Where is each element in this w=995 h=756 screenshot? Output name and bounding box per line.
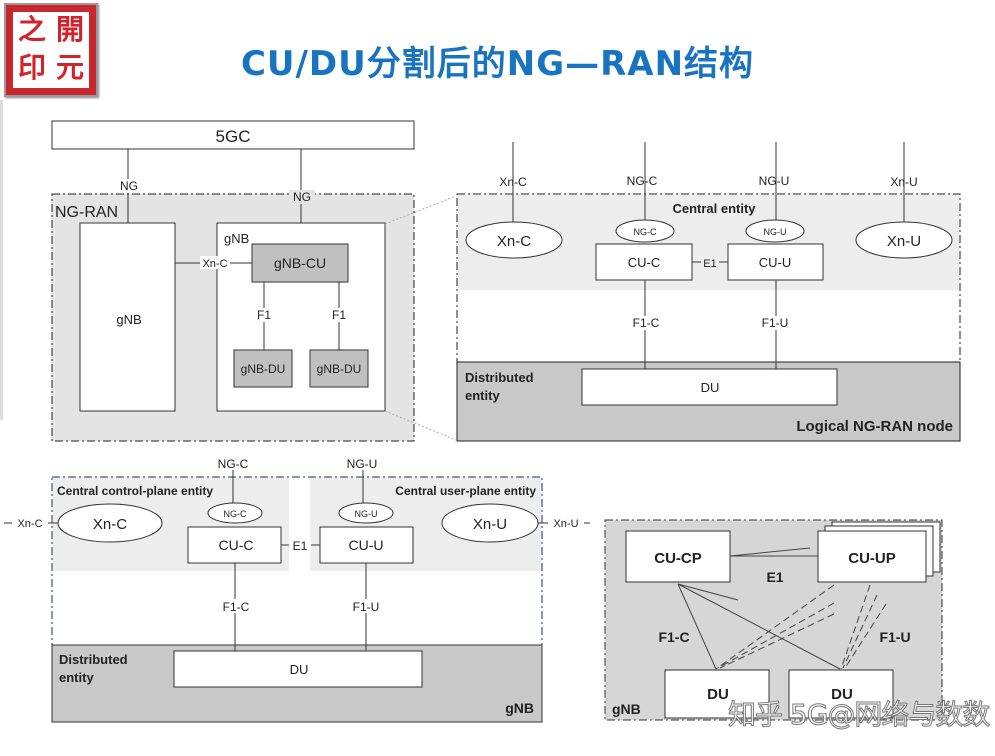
ng-u-ellipse	[745, 219, 805, 243]
gnb-node-label: gNB	[505, 700, 534, 716]
ng-c-ellipse	[207, 502, 263, 524]
xn-label: Xn-C	[202, 258, 227, 270]
cu-cp-box	[625, 530, 731, 583]
diagram-ng-ran-overview: 5GC NG NG NG-RAN gNB gNB Xn-C gNB-CU F1 …	[51, 120, 457, 442]
cu-u-label: CU-U	[759, 255, 792, 270]
xn-u-ellipse-label: Xn-U	[473, 516, 507, 533]
gnb-du-right-label: gNB-DU	[317, 362, 362, 376]
ng-ran-label: NG-RAN	[55, 204, 118, 221]
f1-c-label: F1-C	[658, 629, 689, 645]
ng-c-top-label: NG-C	[218, 457, 249, 471]
watermark: 知乎 5G@网络与数数	[727, 698, 990, 732]
core-5gc-box	[51, 120, 415, 150]
f1-c-label: F1-C	[223, 600, 250, 614]
cu-c-label: CU-C	[219, 537, 254, 553]
cu-c-box	[595, 243, 693, 281]
ng-u-ellipse-label: NG-U	[764, 227, 787, 237]
distributed-entity-label-1: Distributed	[465, 370, 534, 385]
page-title: CU/DU分割后的NG—RAN结构	[240, 44, 755, 84]
xn-u-side-label: Xn-U	[553, 518, 578, 530]
cu-cp-label: CU-CP	[654, 550, 702, 567]
publisher-logo: 之 開 印 元	[4, 3, 98, 97]
f1-u-link-left	[715, 584, 835, 670]
ng-u-ellipse-label: NG-U	[355, 509, 378, 519]
diagram-logical-node: Xn-C NG-C NG-U Xn-U Central entity Xn-C …	[456, 142, 961, 442]
gnb-du-right-box	[309, 349, 369, 388]
cu-c-box	[187, 526, 282, 564]
f1-u-label: F1-U	[879, 629, 910, 645]
zoom-guide-top	[384, 195, 457, 225]
logo-seal: 之 開 印 元	[13, 12, 89, 88]
gnb-left-box	[79, 222, 176, 412]
f1-c-link-left	[677, 583, 717, 670]
xn-c-top-label: Xn-C	[499, 175, 527, 189]
gnb-du-left-label: gNB-DU	[241, 362, 286, 376]
cu-c-label: CU-C	[628, 255, 661, 270]
ng-c-ellipse-label: NG-C	[634, 227, 657, 237]
ng-c-ellipse	[615, 219, 675, 243]
du-right-box	[788, 669, 894, 719]
xn-u-ellipse	[441, 503, 539, 543]
xn-c-ellipse-label: Xn-C	[93, 516, 127, 533]
xn-c-ellipse	[465, 221, 563, 259]
ng-left-label: NG	[120, 179, 138, 193]
e1-label: E1	[766, 569, 783, 585]
du-right-label: DU	[831, 686, 853, 703]
du-box	[173, 650, 423, 688]
xn-c-ellipse-label: Xn-C	[497, 233, 531, 250]
xn-c-side-label: Xn-C	[17, 518, 42, 530]
gnb-node-label: gNB	[612, 701, 641, 717]
f1-u-label: F1-U	[762, 316, 789, 330]
xn-c-ellipse	[57, 503, 163, 543]
central-entity-label: Central entity	[672, 201, 756, 216]
e1-label: E1	[703, 258, 716, 270]
gnb-du-left-box	[233, 349, 293, 388]
distributed-entity-label-1: Distributed	[59, 652, 128, 667]
logical-node-label: Logical NG-RAN node	[796, 418, 953, 435]
cu-u-label: CU-U	[349, 537, 384, 553]
ng-c-top-label: NG-C	[627, 174, 658, 188]
gnb-cu-box	[251, 243, 349, 283]
ng-u-ellipse	[338, 502, 394, 524]
ng-u-top-label: NG-U	[759, 174, 790, 188]
du-left-label: DU	[707, 686, 729, 703]
du-box	[581, 368, 838, 406]
diagram-split-gnb: NG-C NG-U Central control-plane entity C…	[4, 457, 590, 723]
e1-label: E1	[293, 539, 308, 553]
cp-entity-label: Central control-plane entity	[57, 484, 213, 498]
ng-c-ellipse-label: NG-C	[224, 509, 247, 519]
du-label: DU	[290, 662, 309, 677]
f1-c-label: F1-C	[633, 316, 660, 330]
gnb-right-label: gNB	[224, 231, 249, 246]
du-label: DU	[701, 380, 720, 395]
gnb-cu-label: gNB-CU	[274, 255, 326, 271]
f1-right-label: F1	[332, 308, 346, 322]
up-entity-label: Central user-plane entity	[395, 484, 536, 498]
cu-u-box	[319, 526, 414, 564]
core-5gc-label: 5GC	[216, 127, 251, 146]
distributed-entity-label-2: entity	[465, 388, 500, 403]
f1-u-link-right	[840, 584, 871, 670]
zoom-guide-bottom	[384, 410, 457, 441]
f1-c-link-right	[677, 583, 841, 670]
logo-char: 開	[55, 13, 84, 46]
gnb-left-label: gNB	[116, 312, 141, 327]
cu-up-label: CU-UP	[848, 550, 896, 567]
du-left-box	[664, 669, 770, 719]
diagram-cp-up-split: CU-UP CU-CP E1 F1-C F1-U DU DU gNB	[604, 519, 943, 721]
xn-u-top-label: Xn-U	[890, 175, 917, 189]
f1-u-label: F1-U	[353, 600, 380, 614]
ng-right-label: NG	[293, 190, 311, 204]
left-rule	[0, 100, 3, 420]
logo-char: 印	[17, 51, 46, 84]
f1-left-label: F1	[257, 308, 271, 322]
distributed-entity-label-2: entity	[59, 670, 94, 685]
logo-char: 元	[55, 51, 84, 84]
xn-u-ellipse	[855, 221, 953, 259]
xn-u-ellipse-label: Xn-U	[887, 233, 921, 250]
ng-u-top-label: NG-U	[347, 457, 378, 471]
logo-char: 之	[17, 13, 46, 46]
